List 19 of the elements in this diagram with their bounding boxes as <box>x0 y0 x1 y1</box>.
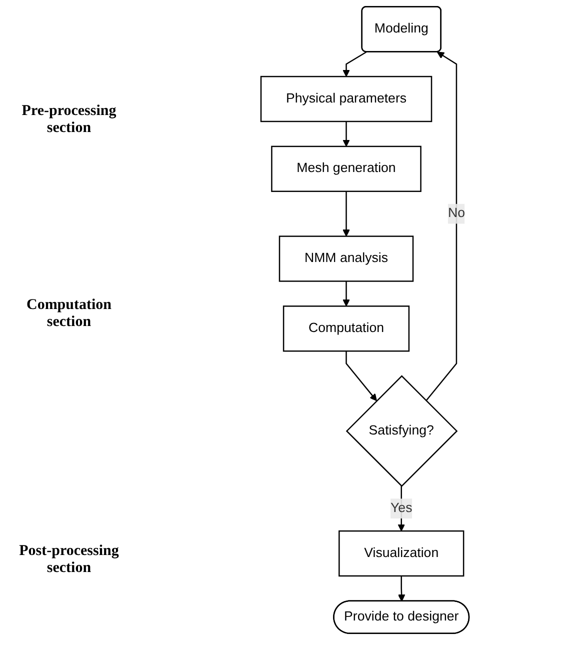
arrow <box>342 281 350 306</box>
arrow <box>342 121 350 147</box>
arrow <box>342 191 350 237</box>
edge-label: No <box>448 206 465 220</box>
node-box: Physical parameters <box>260 76 432 122</box>
section-label: Pre-processing section <box>20 103 118 137</box>
arrow <box>398 486 406 532</box>
edge-label: Yes <box>390 501 412 516</box>
arrow <box>398 576 406 602</box>
node-box: Computation <box>282 306 410 352</box>
node-box: Mesh generation <box>271 146 422 192</box>
arrow <box>426 52 458 402</box>
node-diamond: Satisfying? <box>346 375 458 487</box>
arrow <box>342 51 367 77</box>
section-label: Post-processing section <box>18 543 120 577</box>
node-box: Visualization <box>338 530 464 577</box>
arrow <box>346 351 377 402</box>
node-box: NMM analysis <box>278 236 414 282</box>
section-label: Computation section <box>25 297 112 331</box>
